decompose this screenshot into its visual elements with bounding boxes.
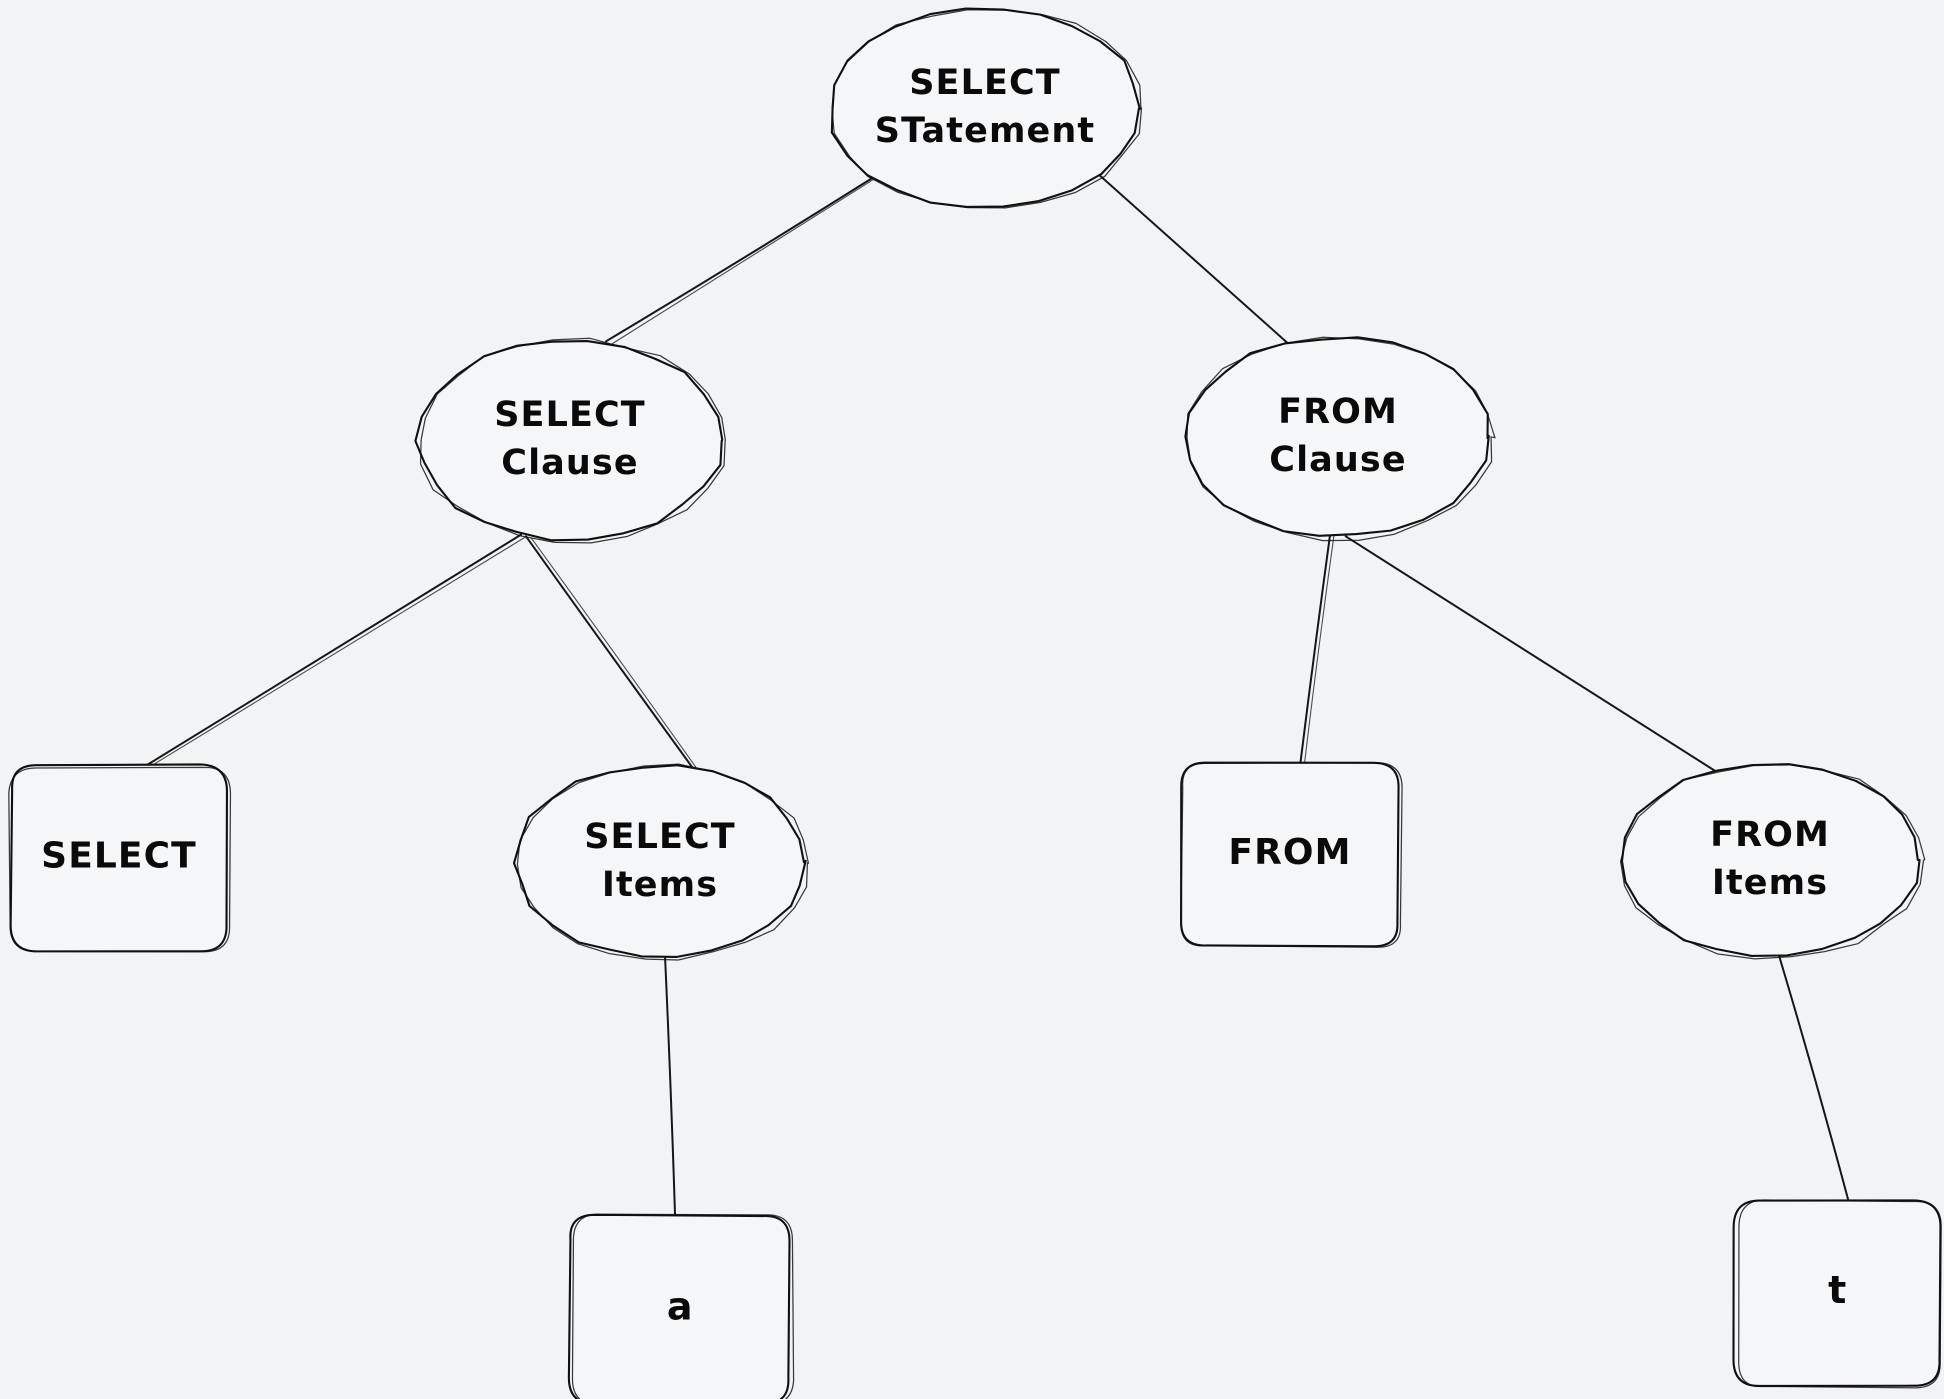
node-outline <box>1732 1199 1942 1388</box>
edge-select-statement-to-from-clause <box>1098 173 1294 349</box>
node-label-line1: SELECT <box>584 817 736 857</box>
edge-stroke <box>1344 535 1720 774</box>
edge-stroke-ghost <box>611 175 880 345</box>
edge-stroke <box>146 533 523 766</box>
edge-stroke <box>605 174 877 343</box>
node-outline-ghost <box>1180 761 1403 948</box>
node-label-line1: FROM <box>1278 392 1398 432</box>
node-label-line1: t <box>1828 1268 1847 1312</box>
node-label-line1: SELECT <box>41 836 197 877</box>
node-label-line1: FROM <box>1710 815 1830 855</box>
edge-stroke <box>524 535 697 773</box>
node-outline-ghost <box>1619 764 1926 960</box>
edge-select-statement-to-select-clause <box>605 174 880 345</box>
node-label-line2: Items <box>1712 863 1828 903</box>
node-label-line1: a <box>667 1285 693 1329</box>
node-label-line1: FROM <box>1228 832 1351 873</box>
node-from-items[interactable]: FROM Items <box>1619 763 1926 960</box>
nodes-layer: SELECTSTatementSELECTClauseFROMClauseSEL… <box>8 7 1942 1399</box>
node-label-line1: SELECT <box>494 395 646 435</box>
node-select-keyword[interactable]: SELECT <box>8 763 232 953</box>
edge-stroke-ghost <box>151 536 527 766</box>
edge-stroke <box>664 956 677 1216</box>
node-outline-ghost <box>831 9 1143 209</box>
edge-from-clause-to-from-items <box>1344 535 1720 774</box>
node-outline-ghost <box>419 337 727 544</box>
node-outline <box>1184 336 1490 537</box>
edge-stroke <box>1098 173 1294 349</box>
edge-select-clause-to-select-items <box>524 535 699 773</box>
node-label-line2: STatement <box>875 111 1095 151</box>
node-label-line2: Clause <box>501 443 638 483</box>
node-from-keyword[interactable]: FROM <box>1180 761 1403 948</box>
edge-stroke-ghost <box>1304 535 1335 764</box>
edges-layer <box>146 173 1850 1216</box>
node-outline <box>567 1213 791 1399</box>
edge-from-items-to-table-t <box>1777 954 1850 1203</box>
node-outline-ghost <box>516 763 810 961</box>
edge-from-clause-to-from-keyword <box>1299 534 1335 764</box>
node-from-clause[interactable]: FROM Clause <box>1184 336 1496 542</box>
node-outline <box>512 764 807 958</box>
node-outline-ghost <box>1738 1199 1942 1389</box>
edge-stroke <box>1777 954 1850 1203</box>
edge-stroke-ghost <box>530 537 699 772</box>
node-select-items[interactable]: SELECT Items <box>512 763 810 961</box>
node-outline-ghost <box>1186 336 1496 542</box>
edge-stroke <box>1299 534 1331 763</box>
edge-select-clause-to-select-keyword <box>146 533 527 766</box>
node-column-a[interactable]: a <box>567 1213 795 1399</box>
node-table-t[interactable]: t <box>1732 1199 1942 1389</box>
node-label-line2: Clause <box>1269 440 1406 480</box>
node-select-clause[interactable]: SELECT Clause <box>414 337 727 544</box>
node-label-line2: Items <box>602 865 718 905</box>
node-outline <box>1180 761 1400 948</box>
node-select-statement[interactable]: SELECT STatement <box>830 7 1143 209</box>
edge-select-items-to-column-a <box>664 956 677 1216</box>
node-label-line1: SELECT <box>909 63 1061 103</box>
node-outline <box>414 340 724 542</box>
node-outline <box>830 7 1141 208</box>
node-outline-ghost <box>8 766 232 953</box>
node-outline-ghost <box>571 1213 795 1399</box>
